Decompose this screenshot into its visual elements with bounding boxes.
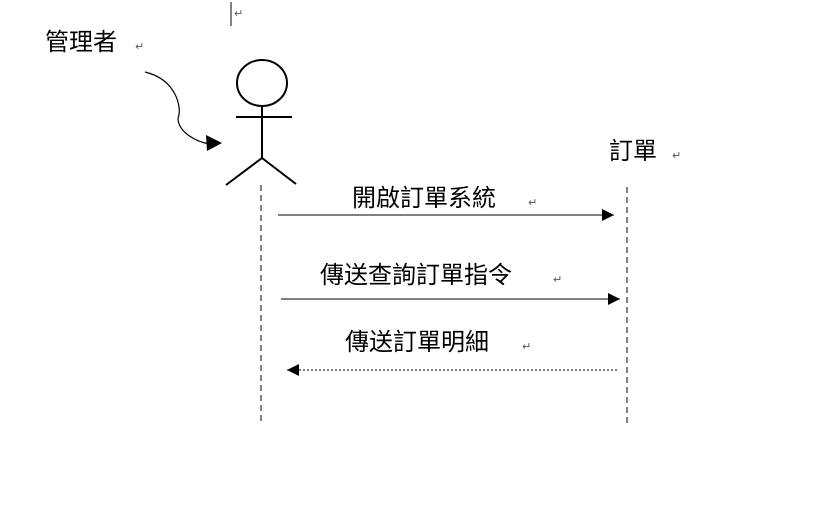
message-label: 開啟訂單系統 [352, 184, 496, 212]
actor-pointer-arrowhead [206, 135, 222, 151]
message-label: 傳送訂單明細 [345, 328, 489, 356]
paragraph-mark: ↵ [553, 273, 562, 286]
actor-head [236, 59, 288, 107]
actor-label: 管理者 [45, 28, 117, 56]
paragraph-mark: ↵ [234, 7, 243, 20]
paragraph-mark: ↵ [135, 40, 144, 53]
object-label: 訂單 [609, 137, 657, 165]
message-label: 傳送查詢訂單指令 [320, 261, 512, 289]
paragraph-mark: ↵ [522, 340, 531, 353]
actor-stick-figure [225, 59, 297, 186]
actor-pointer-curve [144, 71, 211, 145]
paragraph-mark: ↵ [528, 196, 537, 209]
paragraph-mark: ↵ [672, 149, 681, 162]
